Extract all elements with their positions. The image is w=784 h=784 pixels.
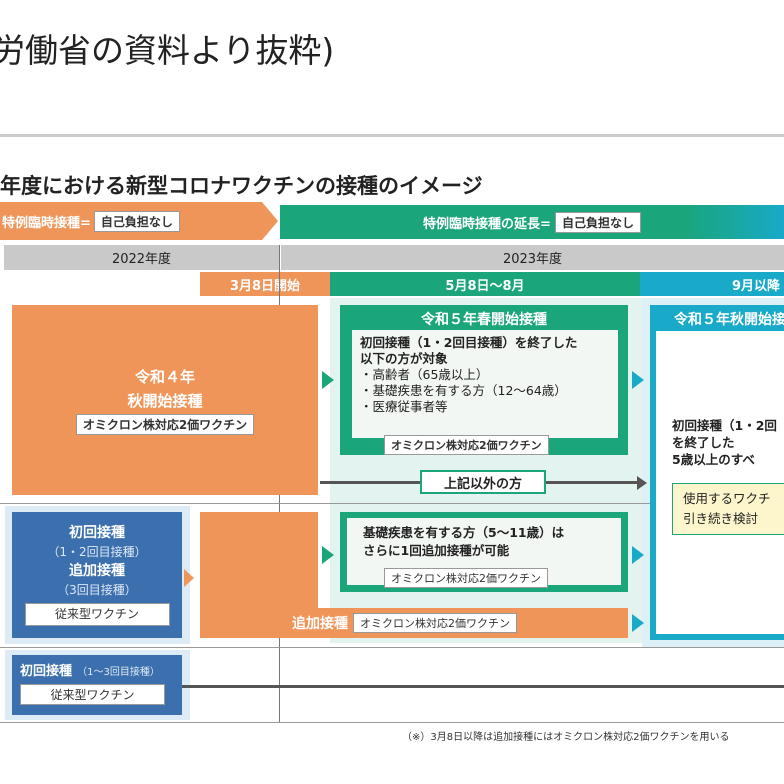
spring2023-item: ・医療従事者等 xyxy=(360,399,448,414)
autumn2023-note2: 引き続き検討 xyxy=(683,511,759,526)
period-sep: 9月以降 xyxy=(640,272,784,296)
arrow-right-icon xyxy=(322,546,334,564)
child-vaccine: 従来型ワクチン xyxy=(24,603,170,626)
autumn2022-title1: 令和４年 xyxy=(134,367,195,386)
slide-title: 年度における新型コロナワクチンの接種のイメージ xyxy=(0,174,483,198)
autumn2022-block: 令和４年 秋開始接種 オミクロン株対応2価ワクチン xyxy=(12,305,318,495)
banner-special-label: 特例臨時接種= xyxy=(2,215,91,231)
infant-line1-sub: （1～3回目接種） xyxy=(77,667,160,678)
grid-h2 xyxy=(0,647,784,648)
banner-extension-label: 特例臨時接種の延長= xyxy=(423,216,551,232)
spring2023-lead2: 以下の方が対象 xyxy=(360,351,448,366)
child-extra-box: 基礎疾患を有する方（5～11歳）は さらに1回追加接種が可能 オミクロン株対応2… xyxy=(340,512,628,592)
spring2023-body: 初回接種（1・2回目接種）を終了した 以下の方が対象 ・高齢者（65歳以上） ・… xyxy=(352,330,618,438)
child-line3: 追加接種 xyxy=(69,563,125,579)
autumn2022-title2: 秋開始接種 xyxy=(127,391,203,410)
year-2022: 2022年度 xyxy=(4,245,279,270)
arrow-right-icon xyxy=(632,614,644,632)
others-label: 上記以外の方 xyxy=(420,470,546,494)
child-line4: （3回目接種） xyxy=(57,583,137,597)
booster-vaccine: オミクロン株対応2価ワクチン xyxy=(353,613,517,633)
arrow-right-icon xyxy=(632,546,644,564)
autumn2023-text1: 初回接種（1・2回 xyxy=(672,418,777,433)
infant-line1: 初回接種 xyxy=(20,664,73,679)
banner-special-badge: 自己負担なし xyxy=(93,210,180,232)
banner-arrow-tip xyxy=(262,202,278,240)
child-line1: 初回接種 xyxy=(69,525,125,541)
year-2023: 2023年度 xyxy=(281,245,784,270)
autumn2023-note1: 使用するワクチ xyxy=(683,491,771,506)
autumn2023-box: 令和５年秋開始接種 初回接種（1・2回 を終了した 5歳以上のすべ 使用するワク… xyxy=(650,305,784,640)
banner-special: 特例臨時接種= 自己負担なし xyxy=(0,202,262,240)
child-line2: （1・2回目接種） xyxy=(47,545,147,559)
child-box: 初回接種 （1・2回目接種） 追加接種 （3回目接種） 従来型ワクチン xyxy=(12,512,182,638)
banner-extension-badge: 自己負担なし xyxy=(554,211,641,233)
child-extra-vaccine: オミクロン株対応2価ワクチン xyxy=(384,568,548,588)
grid-h3 xyxy=(0,722,784,723)
footnote: （※）3月8日以降は追加接種にはオミクロン株対応2価ワクチンを用いる xyxy=(402,732,730,743)
arrow-right-icon xyxy=(632,371,644,389)
banner-extension: 特例臨時接種の延長= 自己負担なし xyxy=(280,205,784,239)
grid-h1 xyxy=(0,503,784,504)
spring2023-title: 令和５年春開始接種 xyxy=(421,312,547,328)
autumn2023-text3: 5歳以上のすべ xyxy=(672,452,755,467)
infant-vaccine: 従来型ワクチン xyxy=(20,684,165,705)
period-may: 5月8日～8月 xyxy=(330,272,640,296)
autumn2023-title: 令和５年秋開始接種 xyxy=(656,305,784,331)
spring2023-item: ・高齢者（65歳以上） xyxy=(360,367,489,382)
infant-box: 初回接種 （1～3回目接種） 従来型ワクチン xyxy=(12,655,182,715)
autumn2023-text: 初回接種（1・2回 を終了した 5歳以上のすべ xyxy=(672,417,777,468)
divider xyxy=(0,134,784,137)
child-extra-line1: 基礎疾患を有する方（5～11歳）は xyxy=(363,525,565,540)
page-caption: 労働省の資料より抜粋) xyxy=(0,31,335,70)
others-arrowhead-icon xyxy=(637,476,647,490)
child-extra-line2: さらに1回追加接種が可能 xyxy=(363,543,510,558)
spring2023-lead1: 初回接種（1・2回目接種）を終了した xyxy=(360,335,578,350)
booster-label: 追加接種 xyxy=(292,616,348,632)
arrow-right-icon xyxy=(322,371,334,389)
spring2023-vaccine: オミクロン株対応2価ワクチン xyxy=(384,435,549,455)
infant-line xyxy=(182,685,784,688)
autumn2023-note: 使用するワクチ 引き続き検討 xyxy=(672,483,784,535)
arrow-right-icon xyxy=(184,569,194,587)
spring2023-item: ・基礎疾患を有する方（12～64歳） xyxy=(360,383,567,398)
booster-bar: 追加接種 オミクロン株対応2価ワクチン xyxy=(200,608,628,638)
autumn2023-text2: を終了した xyxy=(672,435,735,450)
autumn2022-vaccine: オミクロン株対応2価ワクチン xyxy=(75,413,255,435)
spring2023-box: 令和５年春開始接種 初回接種（1・2回目接種）を終了した 以下の方が対象 ・高齢… xyxy=(340,305,628,455)
period-mar: 3月8日開始 xyxy=(200,272,330,296)
